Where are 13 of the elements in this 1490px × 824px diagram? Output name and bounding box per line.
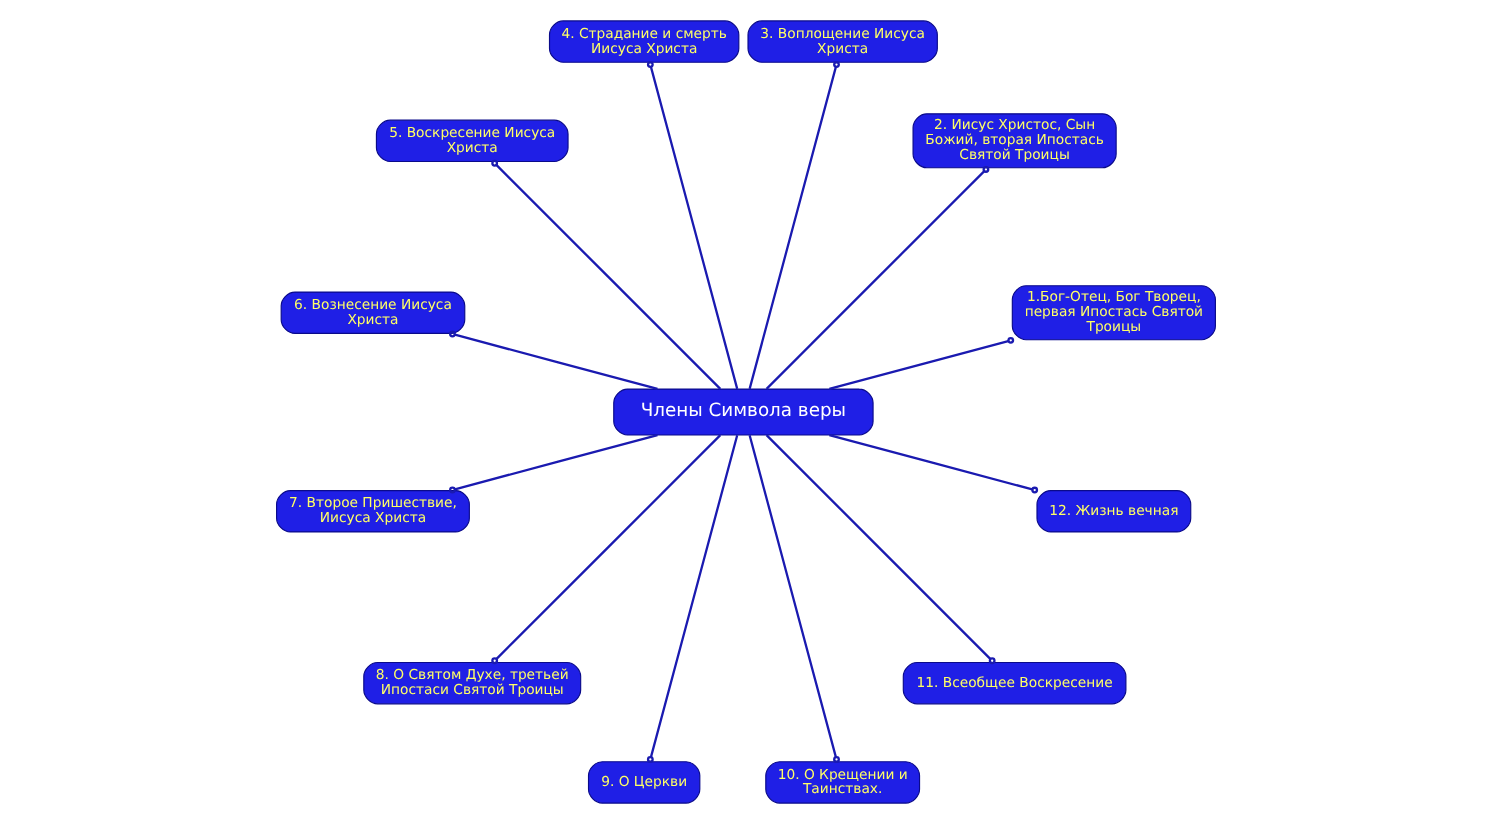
connector	[645, 61, 738, 390]
connector	[490, 434, 721, 665]
connector	[747, 434, 839, 763]
connector	[747, 61, 839, 390]
connector	[764, 434, 995, 665]
connector	[490, 159, 721, 390]
connector	[448, 433, 657, 494]
connector	[645, 434, 738, 763]
connector	[828, 433, 1038, 494]
connector	[828, 336, 1014, 391]
connector	[764, 166, 989, 390]
connector	[448, 330, 657, 391]
node-box: Члены Символа веры	[612, 388, 873, 436]
